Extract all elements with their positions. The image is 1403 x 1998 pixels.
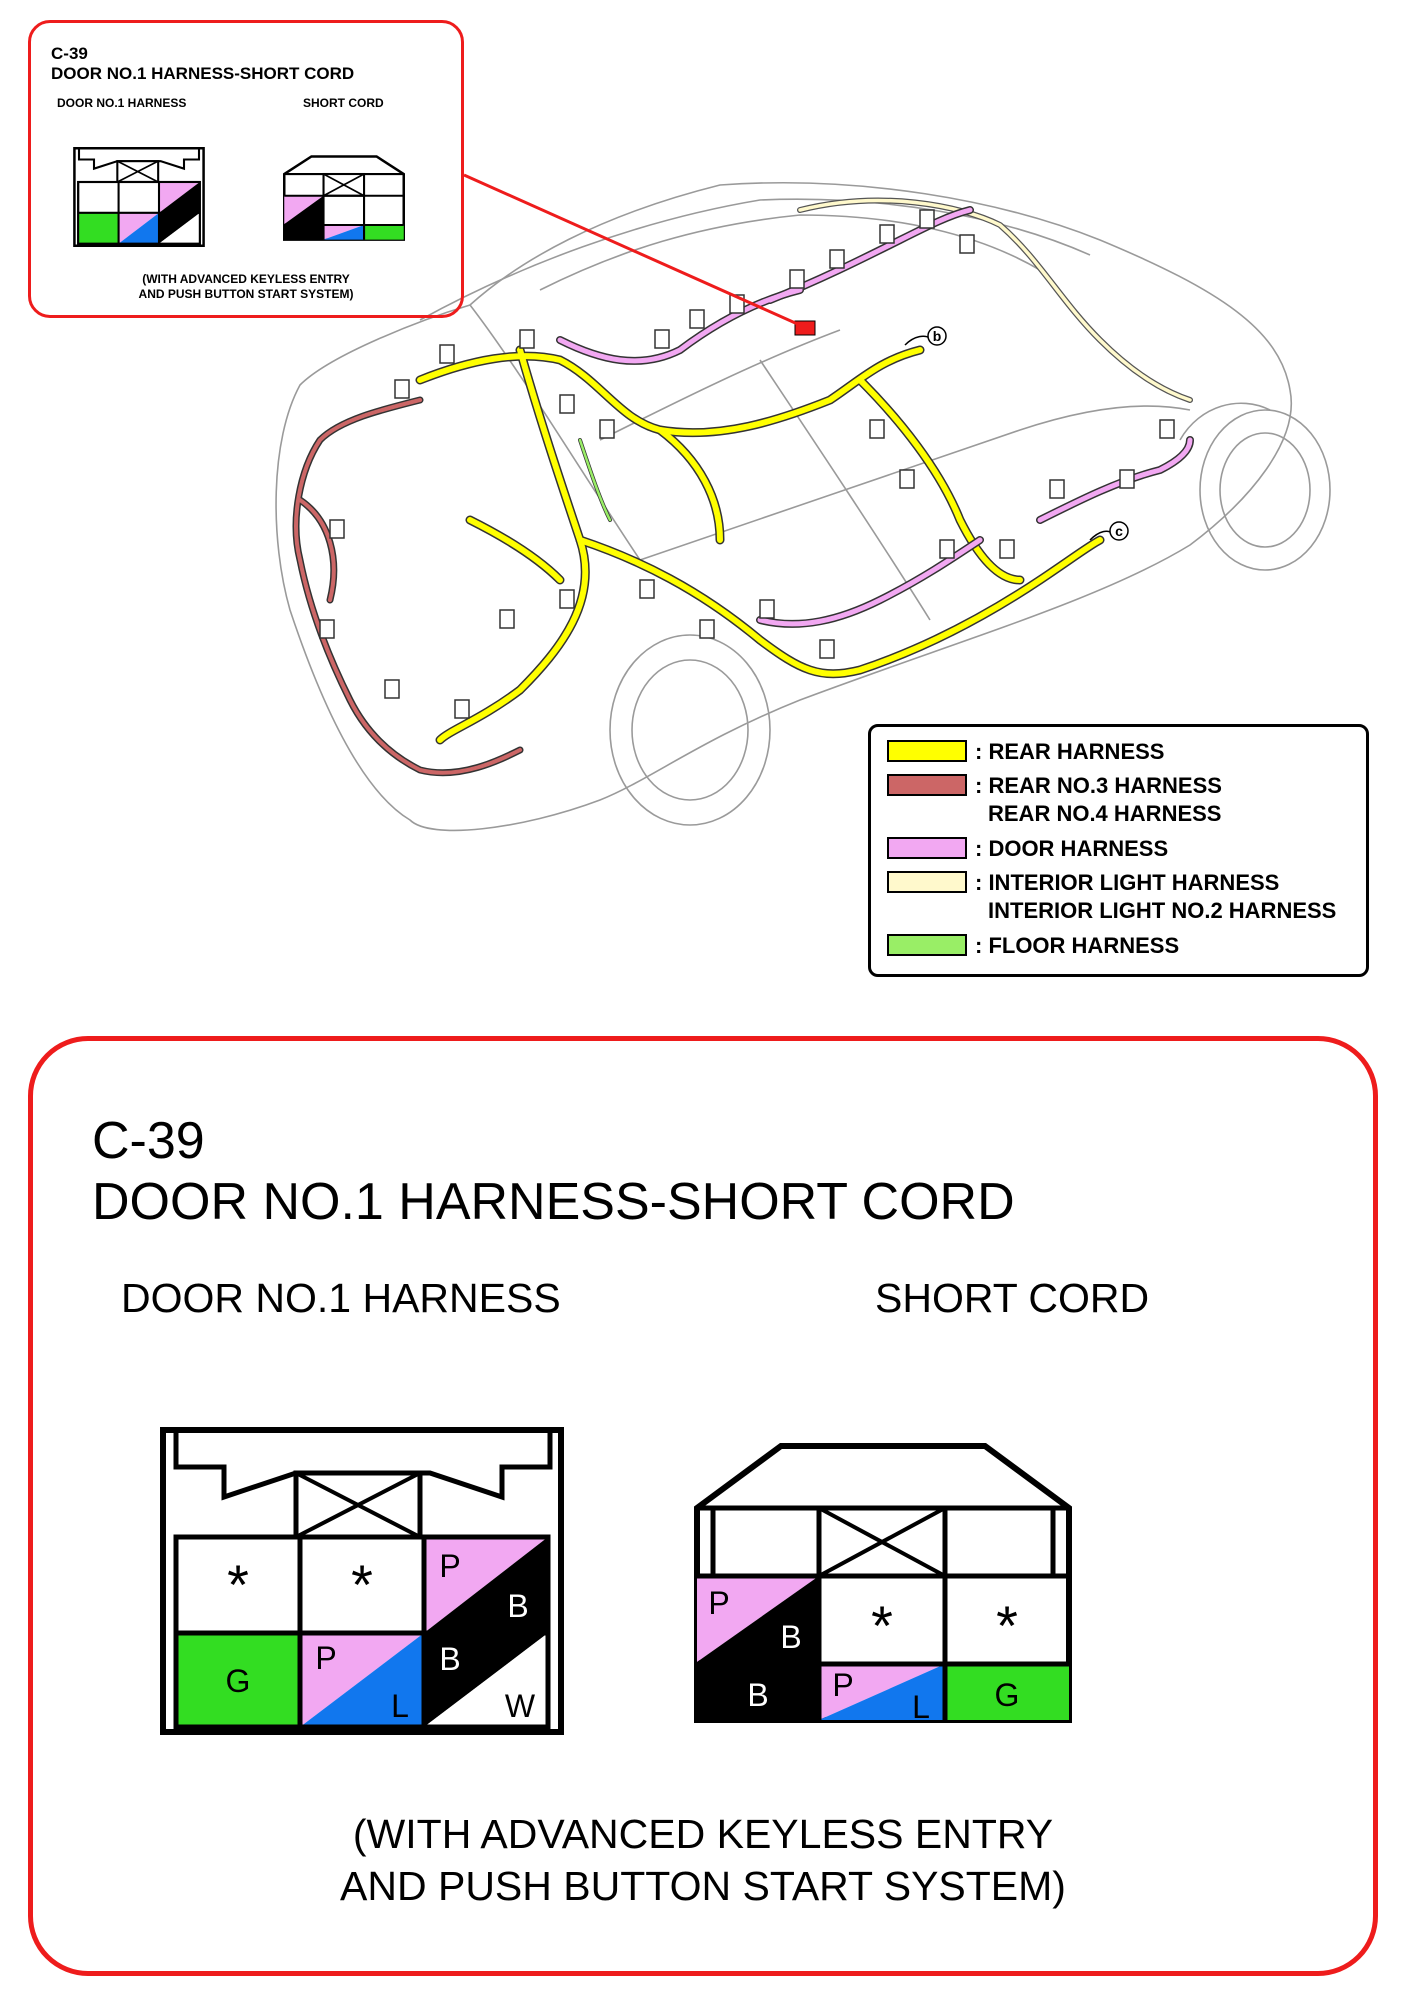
short-cord-connector: P B * * B P L G bbox=[694, 1443, 1072, 1724]
pin-pl-blue bbox=[300, 1633, 424, 1727]
callout-b: b bbox=[904, 326, 947, 346]
legend-swatch-floor bbox=[887, 934, 967, 956]
note-line1: (WITH ADVANCED KEYLESS ENTRY bbox=[352, 1811, 1054, 1857]
inset-door-no1-connector bbox=[73, 147, 205, 247]
leader-line bbox=[463, 173, 803, 328]
inset-note-line1: (WITH ADVANCED KEYLESS ENTRY bbox=[142, 272, 350, 286]
door-harness bbox=[556, 206, 1194, 628]
harness-legend: : REAR HARNESS : REAR NO.3 HARNESS REAR … bbox=[868, 724, 1369, 977]
interior-light-harness bbox=[797, 197, 1193, 403]
legend-label-interior-light: : INTERIOR LIGHT HARNESS bbox=[975, 870, 1280, 895]
inset-note-line2: AND PUSH BUTTON START SYSTEM) bbox=[138, 287, 354, 301]
legend-swatch-rear bbox=[887, 740, 967, 762]
door-no1-harness-label: DOOR NO.1 HARNESS bbox=[121, 1275, 561, 1321]
legend-swatch-interior-light bbox=[887, 871, 967, 893]
pin-label-l: L bbox=[391, 1688, 409, 1724]
sc-pin-label-b-bottom: B bbox=[747, 1677, 768, 1713]
pin-label-w: W bbox=[505, 1688, 536, 1724]
sc-pin-label-g: G bbox=[995, 1677, 1020, 1713]
connector-detail-panel: C-39 DOOR NO.1 HARNESS-SHORT CORD DOOR N… bbox=[28, 1036, 1378, 1976]
pin-blank-2: * bbox=[351, 1553, 373, 1616]
legend-label-rear-no4: REAR NO.4 HARNESS bbox=[988, 801, 1222, 826]
rear-harness bbox=[415, 345, 1105, 745]
pin-label-p-bottom: P bbox=[315, 1640, 336, 1676]
short-cord-label: SHORT CORD bbox=[875, 1275, 1150, 1321]
connector-inset: C-39 DOOR NO.1 HARNESS-SHORT CORD DOOR N… bbox=[28, 20, 464, 318]
inset-right-name: SHORT CORD bbox=[303, 96, 384, 110]
inset-short-cord-connector bbox=[283, 155, 405, 241]
legend-label-door: : DOOR HARNESS bbox=[975, 836, 1169, 861]
legend-label-rear: : REAR HARNESS bbox=[975, 739, 1165, 764]
pin-label-g: G bbox=[226, 1663, 251, 1699]
sc-pin-label-p: P bbox=[708, 1585, 729, 1621]
svg-text:c: c bbox=[1115, 523, 1123, 539]
door-no1-harness-connector: * * P B G P L B W bbox=[160, 1427, 564, 1735]
car-harness-illustration: b c bbox=[275, 173, 1331, 832]
legend-label-floor: : FLOOR HARNESS bbox=[975, 933, 1180, 958]
legend-swatch-rear-no3 bbox=[887, 774, 967, 796]
legend-swatch-door bbox=[887, 837, 967, 859]
inset-left-name: DOOR NO.1 HARNESS bbox=[57, 96, 187, 110]
pin-g bbox=[176, 1633, 300, 1727]
pin-label-b-top: B bbox=[507, 1588, 528, 1624]
pin-sc-pl-blue bbox=[819, 1664, 945, 1720]
sc-pin-blank-1: * bbox=[871, 1594, 893, 1657]
legend-label-rear-no3: : REAR NO.3 HARNESS bbox=[975, 773, 1222, 798]
sc-pin-label-p2: P bbox=[832, 1667, 853, 1703]
pin-pb-black bbox=[697, 1576, 819, 1720]
pin-label-b-bottom: B bbox=[439, 1641, 460, 1677]
inset-connector-id: C-39 bbox=[51, 44, 88, 63]
sc-pin-label-l: L bbox=[912, 1689, 930, 1724]
floor-harness bbox=[578, 438, 612, 522]
connector-title: DOOR NO.1 HARNESS-SHORT CORD bbox=[92, 1173, 1015, 1231]
connector-id: C-39 bbox=[92, 1112, 205, 1170]
pin-sc-g bbox=[945, 1664, 1069, 1720]
inset-connector-title: DOOR NO.1 HARNESS-SHORT CORD bbox=[51, 64, 355, 83]
pin-label-p-top: P bbox=[439, 1548, 460, 1584]
pin-pbw-white bbox=[424, 1633, 548, 1727]
note-line2: AND PUSH BUTTON START SYSTEM) bbox=[340, 1863, 1066, 1909]
callout-c: c bbox=[1089, 521, 1129, 541]
pin-blank-1: * bbox=[227, 1553, 249, 1616]
svg-text:b: b bbox=[933, 328, 942, 344]
sc-pin-blank-2: * bbox=[996, 1594, 1018, 1657]
car-outline bbox=[275, 181, 1331, 832]
connector-blocks bbox=[319, 209, 1175, 719]
legend-label-interior-light-no2: INTERIOR LIGHT NO.2 HARNESS bbox=[988, 898, 1337, 923]
sc-pin-label-b-top: B bbox=[780, 1619, 801, 1655]
